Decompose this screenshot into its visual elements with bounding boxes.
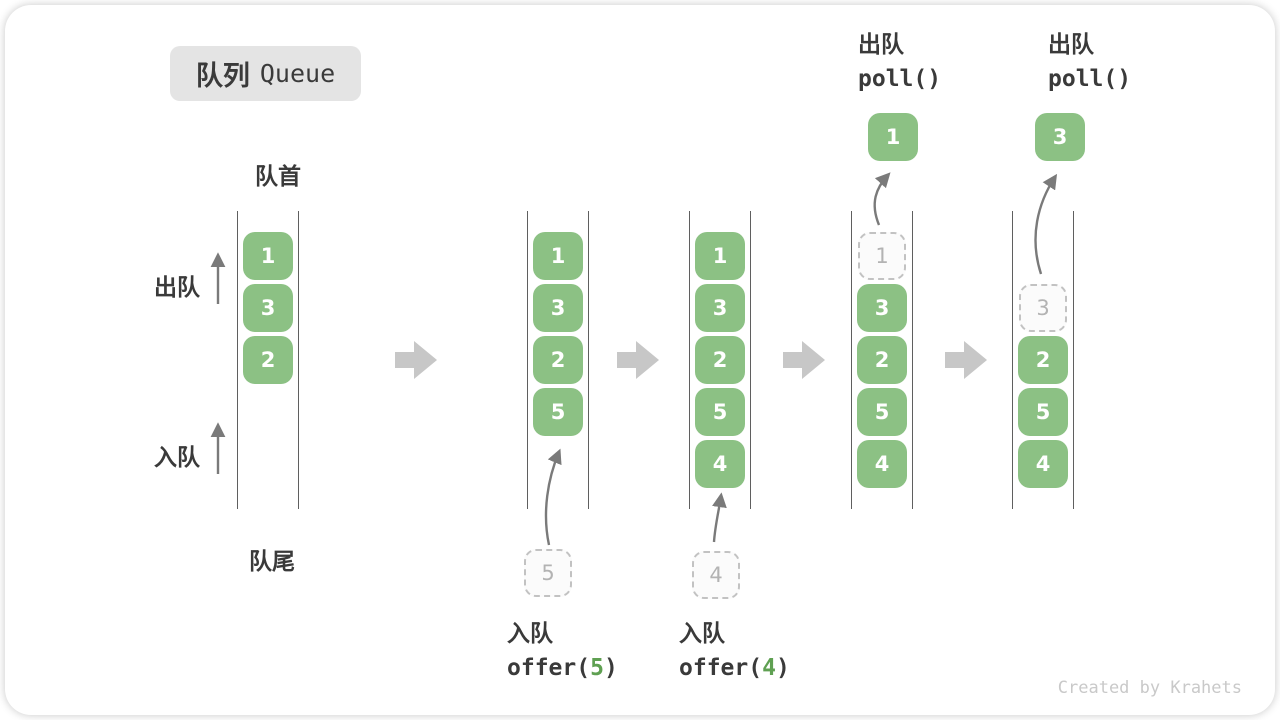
queue-2-wall-left bbox=[526, 211, 529, 509]
queue-3-wall-right bbox=[749, 211, 752, 509]
queue-item-1: 1 bbox=[243, 232, 293, 280]
dequeue-op-1: 出队 poll() bbox=[858, 31, 941, 92]
queue-item-5: 5 bbox=[1018, 388, 1068, 436]
label-queue-front: 队首 bbox=[255, 163, 301, 189]
queue-item-3: 3 bbox=[695, 284, 745, 332]
queue-item-3: 3 bbox=[533, 284, 583, 332]
queue-1-wall-left bbox=[236, 211, 239, 509]
queue-item-5: 5 bbox=[533, 388, 583, 436]
dequeue-op-1-label: 出队 bbox=[858, 31, 904, 57]
queue-4-wall-right bbox=[911, 211, 914, 509]
enqueue-op-1: 入队 offer(5) bbox=[507, 620, 618, 681]
dequeue-op-2-label: 出队 bbox=[1048, 31, 1094, 57]
diagram-card bbox=[5, 5, 1275, 715]
enqueue-op-2: 入队 offer(4) bbox=[679, 620, 790, 681]
title-badge: 队列 Queue bbox=[170, 46, 361, 101]
enqueue-op-1-code: offer(5) bbox=[507, 655, 618, 681]
enqueue-op-2-code: offer(4) bbox=[679, 655, 790, 681]
label-queue-rear: 队尾 bbox=[249, 548, 295, 574]
queue-item-1: 1 bbox=[533, 232, 583, 280]
queue-item-5: 5 bbox=[857, 388, 907, 436]
incoming-item-5: 5 bbox=[524, 549, 572, 597]
queue-4-wall-left bbox=[850, 211, 853, 509]
queue-2-wall-right bbox=[587, 211, 590, 509]
queue-item-2: 2 bbox=[857, 336, 907, 384]
enqueue-op-1-label: 入队 bbox=[507, 620, 553, 646]
queue-item-2: 2 bbox=[695, 336, 745, 384]
incoming-item-4: 4 bbox=[692, 551, 740, 599]
queue-item-3: 3 bbox=[243, 284, 293, 332]
dequeue-op-2-code: poll() bbox=[1048, 66, 1132, 92]
watermark: Created by Krahets bbox=[1057, 678, 1242, 698]
queue-item-2: 2 bbox=[243, 336, 293, 384]
queue-1-wall-right bbox=[297, 211, 300, 509]
queue-3-wall-left bbox=[688, 211, 691, 509]
label-dequeue: 出队 bbox=[154, 274, 200, 300]
removed-item-3: 3 bbox=[1019, 284, 1067, 332]
dequeued-item-3: 3 bbox=[1035, 113, 1085, 161]
dequeue-op-2: 出队 poll() bbox=[1048, 31, 1131, 92]
queue-item-1: 1 bbox=[695, 232, 745, 280]
enqueue-op-2-label: 入队 bbox=[679, 620, 725, 646]
queue-5-wall-left bbox=[1011, 211, 1014, 509]
queue-5-wall-right bbox=[1072, 211, 1075, 509]
queue-item-2: 2 bbox=[533, 336, 583, 384]
queue-item-4: 4 bbox=[695, 440, 745, 488]
removed-item-1: 1 bbox=[858, 232, 906, 280]
dequeued-item-1: 1 bbox=[868, 113, 918, 161]
page-title-en: Queue bbox=[259, 59, 336, 88]
page-title: 队列 bbox=[195, 61, 250, 91]
queue-item-5: 5 bbox=[695, 388, 745, 436]
label-enqueue: 入队 bbox=[154, 444, 200, 470]
dequeue-op-1-code: poll() bbox=[858, 66, 942, 92]
queue-item-3: 3 bbox=[857, 284, 907, 332]
queue-item-4: 4 bbox=[857, 440, 907, 488]
queue-item-2: 2 bbox=[1018, 336, 1068, 384]
queue-item-4: 4 bbox=[1018, 440, 1068, 488]
